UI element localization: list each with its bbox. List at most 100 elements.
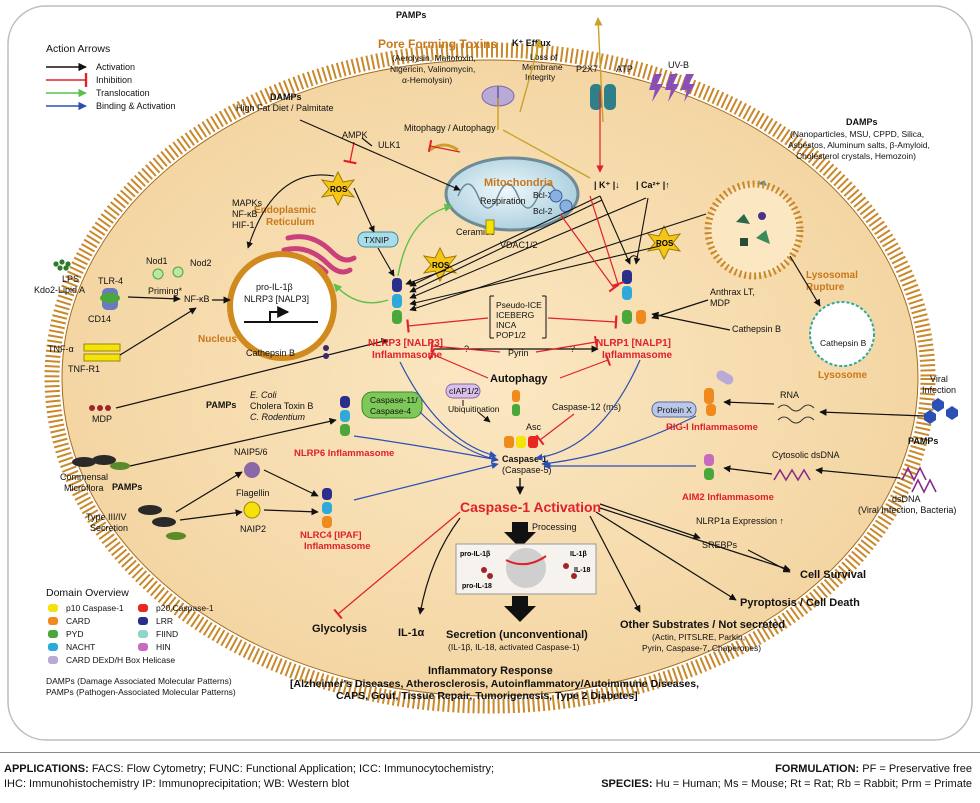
autophagy-label: Autophagy	[490, 373, 548, 385]
legend-title: Action Arrows	[46, 43, 110, 55]
ros-label-1: ROS	[330, 185, 348, 194]
damps-right-3: Cholesterol crystals, Hemozoin)	[796, 151, 916, 161]
nfkb-label: NF-κB	[184, 294, 210, 304]
pamps-lower-label: PAMPs	[112, 482, 142, 492]
legend-domain-overview: Domain Overview p10 Caspase-1 p20 Caspas…	[46, 587, 236, 697]
inset-il18: IL-18	[574, 567, 590, 574]
mitochondrion	[444, 156, 580, 232]
lps-label: LPS	[62, 274, 79, 284]
naip56-label: NAIP5/6	[234, 447, 268, 457]
priming-label: Priming*	[148, 286, 183, 296]
cathepsin-b-lysosome-label: Cathepsin B	[820, 338, 867, 348]
pore-list-1: (Aerolysin, Maitotoxin,	[392, 53, 476, 63]
viral-infection-label-1: Viral	[930, 374, 948, 384]
legend-translocation: Translocation	[96, 88, 150, 98]
naip2-icon	[243, 501, 261, 519]
applications-text-2: IHC: Immunohistochemistry IP: Immunoprec…	[4, 778, 350, 790]
k-efflux-label: K⁺ Efflux	[512, 38, 551, 48]
k-level-label: | K⁺ |↓	[594, 180, 620, 190]
naip56-icon	[244, 462, 260, 478]
pseudo-ice-label: Pseudo-ICE	[496, 300, 542, 310]
domain-lrr: LRR	[156, 616, 173, 626]
nlrp3-protein-icon	[392, 278, 402, 324]
pamps-note: PAMPs (Pathogen-Associated Molecular Pat…	[46, 687, 236, 697]
txnip-label: TXNIP	[364, 235, 389, 245]
caspase11-label-2: Caspase-4	[370, 406, 411, 416]
inhibition-arrows	[427, 90, 625, 293]
virus-particles-icon	[924, 398, 958, 424]
domain-p20: p20 Caspase-1	[156, 603, 214, 613]
kdo2-label: Kdo2-Lipid A	[34, 285, 85, 295]
inset-il1b: IL-1β	[570, 551, 587, 558]
caspase1-binding-arrows	[353, 359, 697, 501]
q-right: ?	[570, 344, 575, 354]
cathepsin-b-left-icon	[323, 345, 329, 351]
membrane-loss-2: Membrane	[522, 62, 563, 72]
flagellin-label: Flagellin	[236, 488, 270, 498]
respiration-label: Respiration	[480, 196, 526, 206]
caspase1-label: Caspase-1	[502, 454, 547, 464]
nlrc4-label-1: NLRC4 [IPAF]	[300, 530, 362, 541]
tnfa-label: TNF-α	[48, 344, 74, 354]
mdp-particles-icon	[89, 405, 111, 411]
formulation-text: PF = Preservative free	[862, 763, 972, 775]
lysosomal-rupture-1: Lysosomal	[806, 270, 858, 281]
vdac-label: VDAC1/2	[500, 240, 538, 250]
p2x7-label: P2X7	[576, 64, 598, 74]
cytokine-processing-inset	[455, 543, 597, 595]
ros-star-3: ROS	[646, 224, 682, 261]
atp-label: ATP	[616, 64, 633, 74]
rna-strand-icon	[777, 404, 815, 424]
inset-pro-il1b: pro-IL-1β	[460, 551, 491, 558]
formulation-label: FORMULATION:	[775, 763, 860, 775]
caspase11-box	[361, 391, 423, 419]
nlrp3-inflammasome-label-1: NLRP3 [NALP3]	[368, 338, 443, 349]
glycolysis-inhibition	[333, 511, 461, 620]
commensal-label-2: Microflora	[64, 483, 104, 493]
nod1-icon	[152, 268, 164, 280]
inflammatory-response-title: Inflammatory Response	[428, 665, 553, 677]
membrane-loss-3: Integrity	[525, 72, 556, 82]
nlrc4-label-2: Inflammasome	[304, 541, 371, 552]
damps-right-1: (Nanoparticles, MSU, CPPD, Silica,	[790, 129, 924, 139]
caspase5-label: (Caspase-5)	[502, 465, 552, 475]
naip2-label: NAIP2	[240, 524, 266, 534]
type3-label-1: Type III/IV	[86, 512, 127, 522]
dsdna-icon	[901, 466, 937, 494]
secretion-arrow	[504, 596, 536, 622]
pore-list-2: Nigericin, Valinomycin,	[390, 64, 475, 74]
tlr4-label: TLR-4	[98, 276, 123, 286]
legend-action-arrows: Action Arrows Activation Inhibition Tran…	[46, 43, 176, 111]
dsdna-label: dsDNA	[892, 494, 921, 504]
rna-label: RNA	[780, 390, 799, 400]
aim2-inflammasome-label: AIM2 Inflammasome	[682, 492, 774, 503]
nlrp1a-label: NLRP1a Expression ↑	[696, 516, 784, 526]
mitophagy-label: Mitophagy / Autophagy	[404, 123, 496, 133]
pore-list-3: α-Hemolysin)	[402, 75, 452, 85]
mdp-label: MDP	[92, 414, 112, 424]
pamps-right-label: PAMPs	[908, 436, 938, 446]
ceramide-label: Ceramide	[456, 227, 495, 237]
nod1-label: Nod1	[146, 256, 168, 266]
lysosome-lower	[809, 301, 875, 367]
protein-x-label: Protein X	[657, 405, 692, 415]
pore-forming-toxins-title: Pore Forming Toxins	[378, 37, 497, 51]
bacteria-icon	[72, 455, 130, 470]
pamps-top-label: PAMPs	[396, 10, 426, 20]
lysosome-contents-icon	[736, 212, 770, 246]
ubiquitination-label: Ubiquitination	[448, 404, 500, 414]
ciap-label: cIAP1/2	[449, 386, 479, 396]
ros-label-3: ROS	[656, 239, 674, 248]
er-label-2: Reticulum	[266, 217, 314, 228]
lysosome-upper	[704, 180, 804, 280]
pyroptosis-label: Pyroptosis / Cell Death	[740, 597, 860, 609]
other-sub-1: (Actin, PITSLRE, Parkin,	[652, 632, 745, 642]
p2x7-channel-icon	[590, 84, 616, 110]
asc-label: Asc	[526, 422, 542, 432]
outcome-arrows	[417, 503, 791, 615]
ros-star-1: ROS	[320, 170, 356, 207]
cathepsin-b-left-label: Cathepsin B	[246, 348, 295, 358]
nlrp1-inflammasome-label-2: Inflammasome	[602, 350, 672, 361]
legend-activation: Activation	[96, 62, 135, 72]
damps-note: DAMPs (Damage Associated Molecular Patte…	[46, 676, 232, 686]
